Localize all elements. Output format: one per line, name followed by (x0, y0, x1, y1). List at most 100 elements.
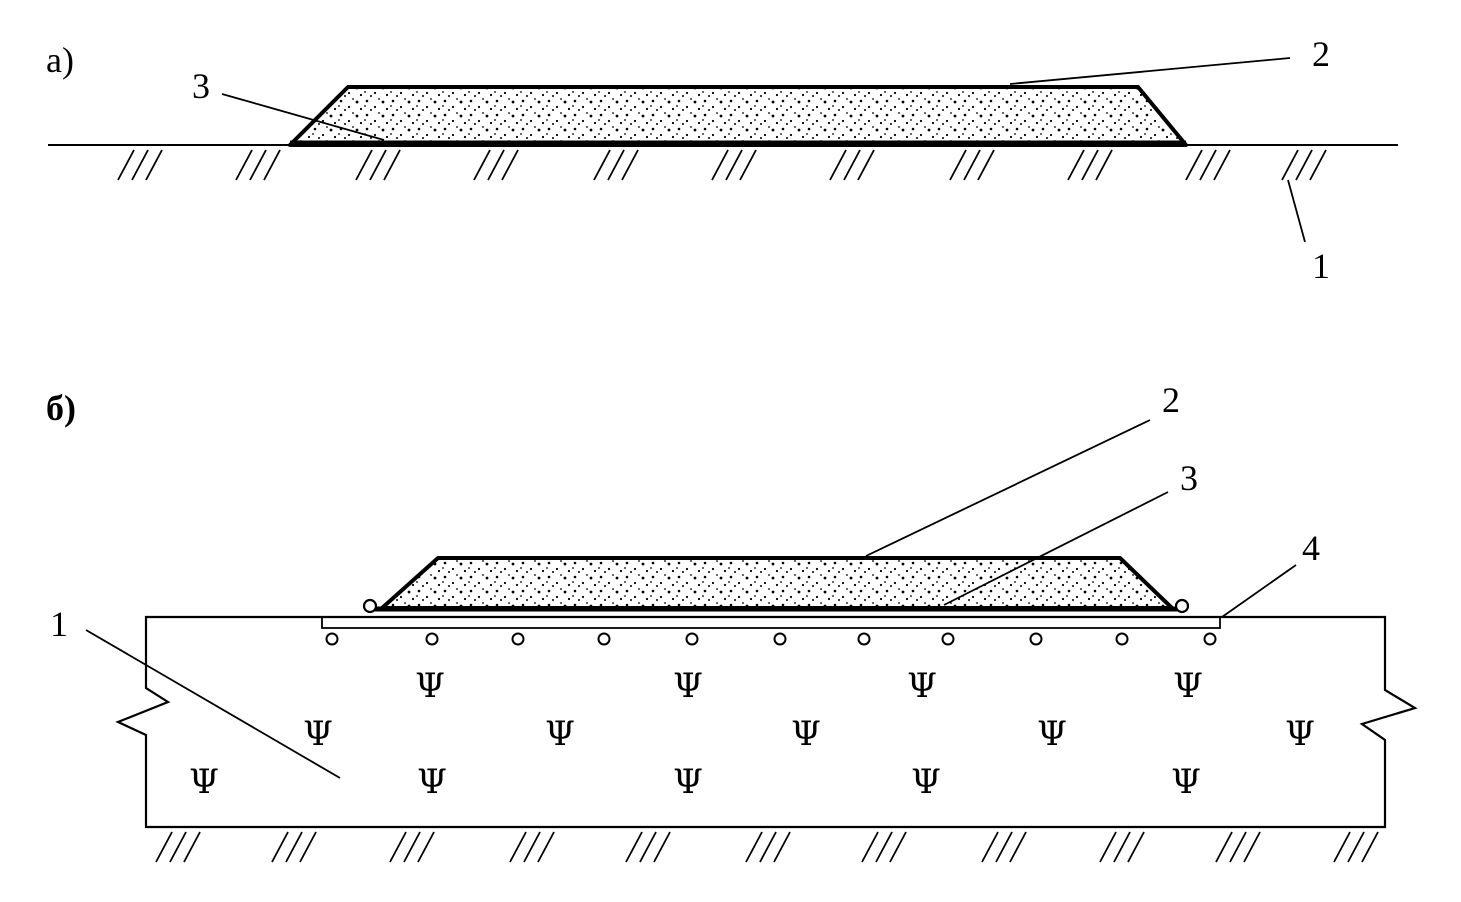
hatch-stroke (355, 149, 373, 181)
panel-a-leader-1 (1287, 179, 1306, 243)
hatch-stroke (285, 831, 303, 863)
hatch-stroke (487, 149, 505, 181)
panel-b-embankment-fill (382, 558, 1172, 608)
hatch-stroke (1281, 149, 1299, 181)
hatch-stroke (403, 831, 421, 863)
vegetation-symbol: Ψ (303, 714, 333, 754)
hatch-stroke (369, 149, 387, 181)
mat-roller (597, 632, 611, 646)
panel-b-leader-4 (1221, 564, 1297, 618)
hatch-stroke (509, 831, 527, 863)
vegetation-symbol: Ψ (673, 762, 703, 802)
hatch-stroke (1309, 149, 1327, 181)
hatch-stroke (607, 149, 625, 181)
hatch-stroke (949, 149, 967, 181)
hatch-stroke (389, 831, 407, 863)
hatch-stroke (773, 831, 791, 863)
hatch-stroke (299, 831, 317, 863)
hatch-stroke (501, 149, 519, 181)
mat-roller (511, 632, 525, 646)
vegetation-symbol: Ψ (417, 762, 447, 802)
mat-roller (857, 632, 871, 646)
hatch-stroke (759, 831, 777, 863)
vegetation-symbol: Ψ (189, 762, 219, 802)
hatch-stroke (981, 831, 999, 863)
hatch-stroke (1009, 831, 1027, 863)
panel-a-ground-hatching (117, 149, 1327, 181)
panel-a-callout-1: 1 (1312, 246, 1330, 286)
mat-roller (773, 632, 787, 646)
hatch-stroke (1361, 831, 1379, 863)
panel-b-callout-4: 4 (1302, 528, 1320, 568)
panel-a: а) 3 2 1 (46, 34, 1398, 286)
hatch-stroke (621, 149, 639, 181)
hatch-stroke (875, 831, 893, 863)
panel-b-ground-hatching (155, 831, 1379, 863)
hatch-stroke (117, 149, 135, 181)
hatch-stroke (155, 831, 173, 863)
hatch-stroke (169, 831, 187, 863)
panel-a-label: а) (46, 40, 74, 80)
hatch-stroke (1347, 831, 1365, 863)
hatch-stroke (1333, 831, 1351, 863)
panel-b-callout-1: 1 (50, 604, 68, 644)
panel-b-mat (321, 616, 1221, 629)
panel-b-label: б) (46, 388, 76, 428)
panel-a-leader-2 (1009, 57, 1291, 85)
panel-a-leader-3 (221, 93, 385, 141)
hatch-stroke (249, 149, 267, 181)
hatch-stroke (653, 831, 671, 863)
hatch-stroke (995, 831, 1013, 863)
hatch-stroke (593, 149, 611, 181)
panel-b-mat-rollers (325, 632, 1217, 646)
hatch-stroke (745, 831, 763, 863)
hatch-stroke (1229, 831, 1247, 863)
hatch-stroke (977, 149, 995, 181)
panel-b-leader-1 (85, 629, 341, 779)
mat-roller (325, 632, 339, 646)
panel-b-callout-3: 3 (1180, 458, 1198, 498)
panel-b-leader-3 (943, 491, 1169, 606)
hatch-stroke (145, 149, 163, 181)
hatch-stroke (537, 831, 555, 863)
hatch-stroke (739, 149, 757, 181)
panel-a-embankment-fill (290, 87, 1186, 145)
vegetation-symbol: Ψ (415, 666, 445, 706)
mat-roller (1115, 632, 1129, 646)
hatch-stroke (1095, 149, 1113, 181)
hatch-stroke (1199, 149, 1217, 181)
hatch-stroke (843, 149, 861, 181)
panel-b-callout-2: 2 (1162, 380, 1180, 420)
hatch-stroke (263, 149, 281, 181)
hatch-stroke (861, 831, 879, 863)
hatch-stroke (829, 149, 847, 181)
hatch-stroke (183, 831, 201, 863)
hatch-stroke (639, 831, 657, 863)
panel-b-leader-2 (865, 419, 1151, 557)
hatch-stroke (271, 831, 289, 863)
vegetation-symbol: Ψ (1037, 714, 1067, 754)
hatch-stroke (1295, 149, 1313, 181)
hatch-stroke (235, 149, 253, 181)
hatch-stroke (473, 149, 491, 181)
vegetation-symbol: Ψ (907, 666, 937, 706)
hatch-stroke (1185, 149, 1203, 181)
hatch-stroke (417, 831, 435, 863)
hatch-stroke (963, 149, 981, 181)
mat-roller (1203, 632, 1217, 646)
panel-a-callout-2: 2 (1312, 34, 1330, 74)
hatch-stroke (131, 149, 149, 181)
panel-b-anchor-left (362, 598, 378, 614)
vegetation-symbol: Ψ (791, 714, 821, 754)
hatch-stroke (625, 831, 643, 863)
mat-roller (425, 632, 439, 646)
vegetation-symbol: Ψ (1285, 714, 1315, 754)
panel-b-soil-block (115, 615, 1418, 829)
hatch-stroke (711, 149, 729, 181)
panel-a-callout-3: 3 (192, 66, 210, 106)
hatch-stroke (889, 831, 907, 863)
vegetation-symbol: Ψ (673, 666, 703, 706)
